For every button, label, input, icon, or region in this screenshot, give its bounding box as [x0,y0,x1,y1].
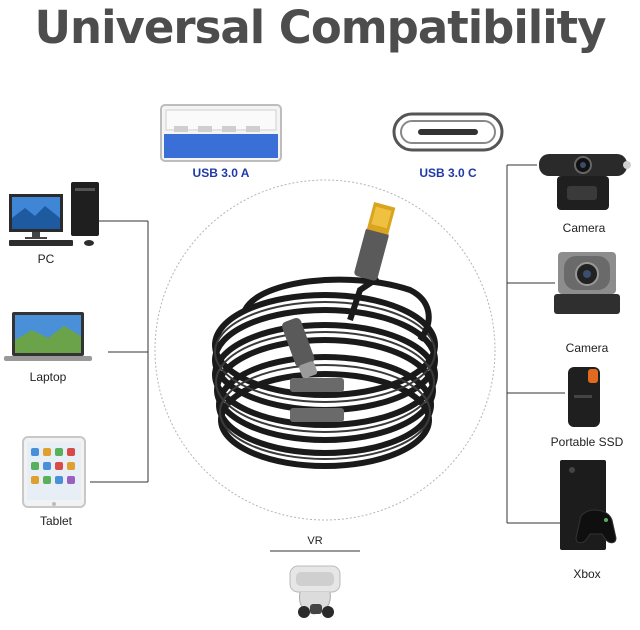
tablet-icon [22,436,86,508]
laptop-icon [4,312,92,361]
device-label-ptz-camera: Camera [565,341,609,355]
device-label-portable-ssd: Portable SSD [550,435,624,449]
cable-illustration [154,179,496,521]
usb-a-connector-icon [160,104,282,162]
usb-a-label: USB 3.0 A [192,166,250,180]
desktop-pc-icon [9,182,99,246]
device-label-tablet: Tablet [39,514,73,528]
portable-ssd-icon [568,367,600,427]
right-connector-lines [506,164,565,524]
xbox-console-icon [560,460,617,550]
device-label-webcam: Camera [562,221,606,235]
device-label-pc: PC [37,252,55,266]
usb-c-label: USB 3.0 C [419,166,477,180]
device-label-xbox: Xbox [573,567,601,581]
webcam-icon [539,154,631,210]
usb-c-connector-icon [392,112,504,152]
ptz-camera-icon [554,252,620,314]
device-label-laptop: Laptop [29,370,67,384]
left-connector-lines [90,220,149,483]
page-title: Universal Compatibility [34,1,607,54]
vr-label-line [270,550,360,552]
device-label-vr: VR [307,535,323,547]
vr-headset-icon [289,565,341,618]
